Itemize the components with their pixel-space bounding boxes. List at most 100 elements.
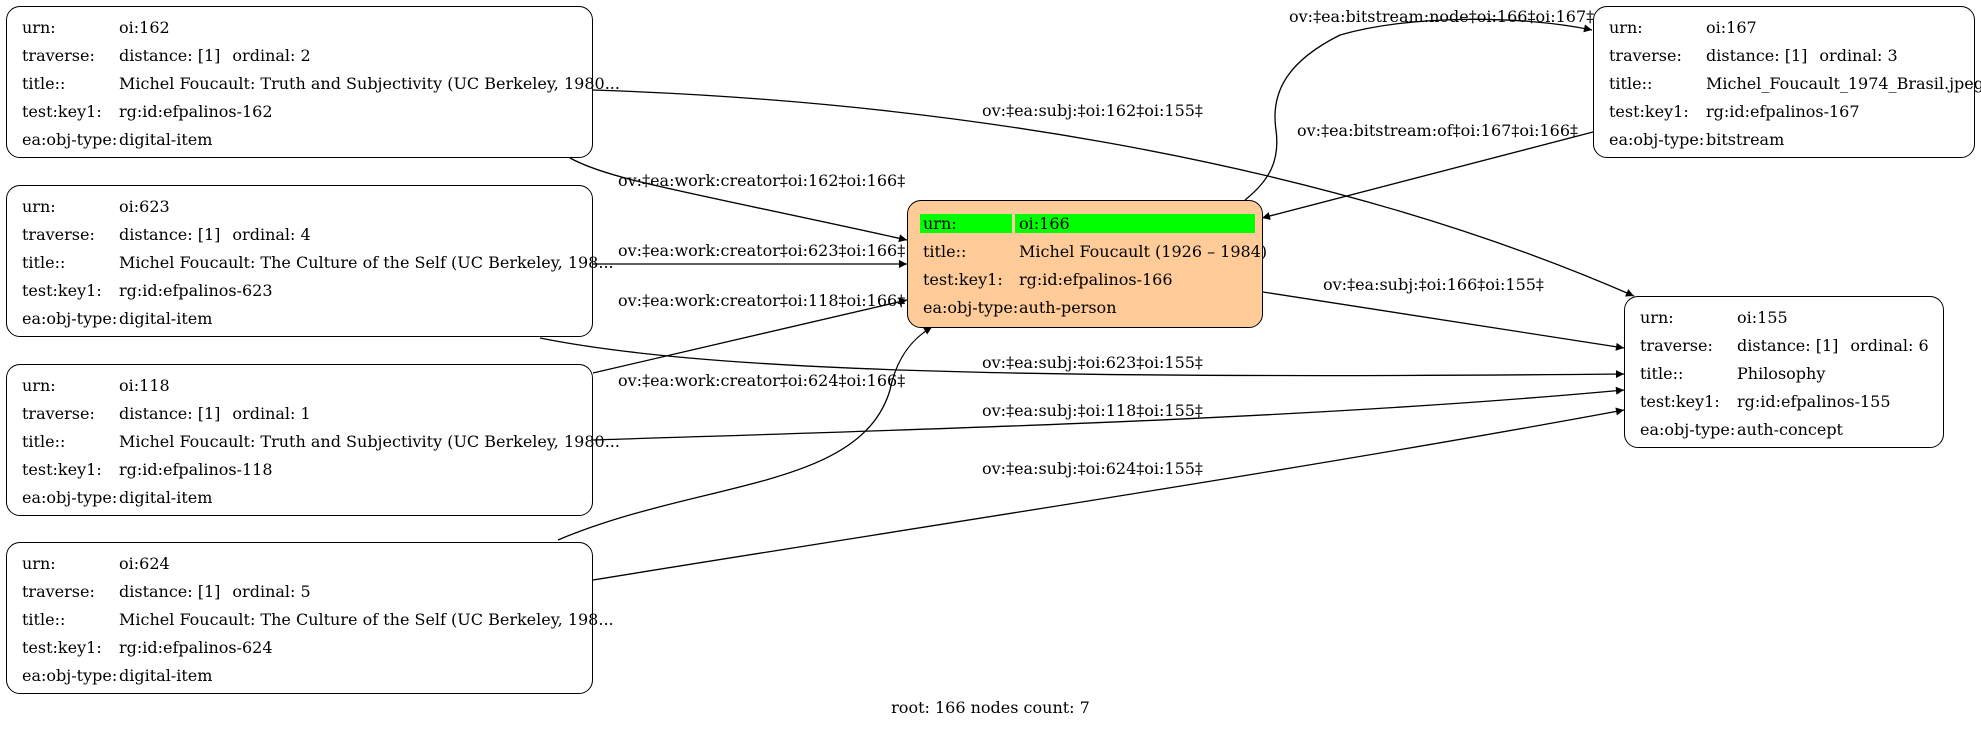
urn-value: oi:167 [1706, 17, 1757, 37]
edge-bitstream-of-167-166 [1261, 131, 1594, 220]
key1-value: rg:id:efpalinos-155 [1737, 391, 1891, 411]
node-oi-624[interactable]: urn: oi:624 traverse: distance: [1] ordinal… [6, 542, 614, 694]
type-key: ea:obj-type: [1609, 129, 1705, 149]
key1-value: rg:id:efpalinos-624 [119, 637, 273, 657]
urn-value: oi:155 [1737, 307, 1788, 327]
title-key: title:: [923, 241, 967, 261]
urn-key: urn: [22, 553, 56, 573]
edge-label: ov:‡ea:subj:‡oi:624‡oi:155‡ [982, 459, 1203, 478]
ordinal-value: ordinal: 5 [232, 581, 311, 601]
traverse-key: traverse: [1640, 335, 1713, 355]
title-value: Michel Foucault: Truth and Subjectivity … [119, 73, 620, 93]
urn-value: oi:623 [119, 196, 170, 216]
ordinal-value: ordinal: 1 [232, 403, 311, 423]
type-key: ea:obj-type: [923, 297, 1019, 317]
edge-creator-118-166 [592, 297, 908, 374]
node-oi-118[interactable]: urn: oi:118 traverse: distance: [1] ordinal… [6, 364, 620, 516]
edge-label: ov:‡ea:work:creator‡oi:118‡oi:166‡ [618, 291, 905, 310]
key1-key: test:key1: [923, 269, 1003, 289]
edge-label: ov:‡ea:subj:‡oi:162‡oi:155‡ [982, 101, 1203, 120]
title-key: title:: [22, 431, 66, 451]
edge-label: ov:‡ea:work:creator‡oi:162‡oi:166‡ [618, 171, 905, 190]
title-key: title:: [1640, 363, 1684, 383]
type-value: digital-item [119, 308, 213, 328]
root-node-oi-166[interactable]: urn:oi:166 title::Michel Foucault (1926 … [907, 200, 1267, 328]
edge-label: ov:‡ea:bitstream:of‡oi:167‡oi:166‡ [1297, 121, 1578, 140]
distance-value: distance: [1] [119, 45, 221, 65]
key1-key: test:key1: [22, 280, 102, 300]
title-value: Michel Foucault: The Culture of the Self… [119, 609, 614, 629]
urn-key: urn: [1640, 307, 1674, 327]
urn-key: urn: [920, 213, 1012, 233]
title-key: title:: [22, 252, 66, 272]
edge-label: ov:‡ea:subj:‡oi:166‡oi:155‡ [1323, 275, 1544, 294]
edge-label: ov:‡ea:subj:‡oi:623‡oi:155‡ [982, 353, 1203, 372]
urn-key: urn: [22, 17, 56, 37]
key1-key: test:key1: [1609, 101, 1689, 121]
type-value: digital-item [119, 665, 213, 685]
ordinal-value: ordinal: 3 [1819, 45, 1898, 65]
urn-key: urn: [1609, 17, 1643, 37]
node-oi-623[interactable]: urn: oi:623 traverse: distance: [1] ordinal… [6, 185, 614, 337]
key1-value: rg:id:efpalinos-166 [1019, 269, 1173, 289]
urn-value: oi:162 [119, 17, 170, 37]
type-value: auth-person [1019, 297, 1117, 317]
type-key: ea:obj-type: [1640, 419, 1736, 439]
title-value: Michel_Foucault_1974_Brasil.jpeg [1706, 73, 1981, 93]
edge-creator-624-166 [557, 326, 933, 541]
edge-subj-166-155 [1262, 291, 1625, 351]
urn-key: urn: [22, 196, 56, 216]
edge-bitstream-node-166-167 [1244, 18, 1593, 201]
title-key: title:: [22, 73, 66, 93]
urn-value: oi:118 [119, 375, 170, 395]
node-oi-162[interactable]: urn: oi:162 traverse: distance: [1] ordinal… [6, 6, 620, 158]
title-value: Michel Foucault (1926 – 1984) [1019, 241, 1268, 261]
ordinal-value: ordinal: 4 [232, 224, 311, 244]
urn-value: oi:624 [119, 553, 170, 573]
type-value: auth-concept [1737, 419, 1843, 439]
edge-subj-623-155 [539, 337, 1625, 379]
distance-value: distance: [1] [119, 581, 221, 601]
traverse-key: traverse: [22, 403, 95, 423]
distance-value: distance: [1] [1706, 45, 1808, 65]
traverse-key: traverse: [1609, 45, 1682, 65]
traverse-key: traverse: [22, 45, 95, 65]
key1-key: test:key1: [22, 637, 102, 657]
type-key: ea:obj-type: [22, 129, 118, 149]
title-value: Michel Foucault: Truth and Subjectivity … [119, 431, 620, 451]
type-key: ea:obj-type: [22, 487, 118, 507]
title-value: Michel Foucault: The Culture of the Self… [119, 252, 614, 272]
title-key: title:: [1609, 73, 1653, 93]
distance-value: distance: [1] [119, 224, 221, 244]
key1-key: test:key1: [1640, 391, 1720, 411]
edge-label: ov:‡ea:bitstream:node‡oi:166‡oi:167‡ [1289, 7, 1594, 26]
edge-creator-162-166 [569, 157, 908, 243]
ordinal-value: ordinal: 6 [1850, 335, 1929, 355]
edge-subj-162-155 [592, 89, 1635, 297]
type-value: bitstream [1706, 129, 1785, 149]
urn-value: oi:166 [1015, 213, 1255, 233]
title-value: Philosophy [1737, 363, 1826, 383]
key1-value: rg:id:efpalinos-118 [119, 459, 273, 479]
key1-value: rg:id:efpalinos-167 [1706, 101, 1860, 121]
urn-key: urn: [22, 375, 56, 395]
edge-subj-624-155 [592, 407, 1625, 581]
type-value: digital-item [119, 487, 213, 507]
traverse-key: traverse: [22, 224, 95, 244]
type-key: ea:obj-type: [22, 665, 118, 685]
key1-value: rg:id:efpalinos-623 [119, 280, 273, 300]
graph-footer: root: 166 nodes count: 7 [891, 698, 1090, 717]
distance-value: distance: [1] [119, 403, 221, 423]
distance-value: distance: [1] [1737, 335, 1839, 355]
edge-label: ov:‡ea:work:creator‡oi:624‡oi:166‡ [618, 371, 905, 390]
type-key: ea:obj-type: [22, 308, 118, 328]
edge-label: ov:‡ea:work:creator‡oi:623‡oi:166‡ [618, 241, 905, 260]
ordinal-value: ordinal: 2 [232, 45, 311, 65]
node-oi-167[interactable]: urn: oi:167 traverse: distance: [1] ordinal… [1593, 6, 1981, 158]
node-oi-155[interactable]: urn: oi:155 traverse: distance: [1] ordinal… [1624, 296, 1944, 448]
title-key: title:: [22, 609, 66, 629]
edge-subj-118-155 [592, 386, 1625, 441]
traverse-key: traverse: [22, 581, 95, 601]
key1-key: test:key1: [22, 101, 102, 121]
